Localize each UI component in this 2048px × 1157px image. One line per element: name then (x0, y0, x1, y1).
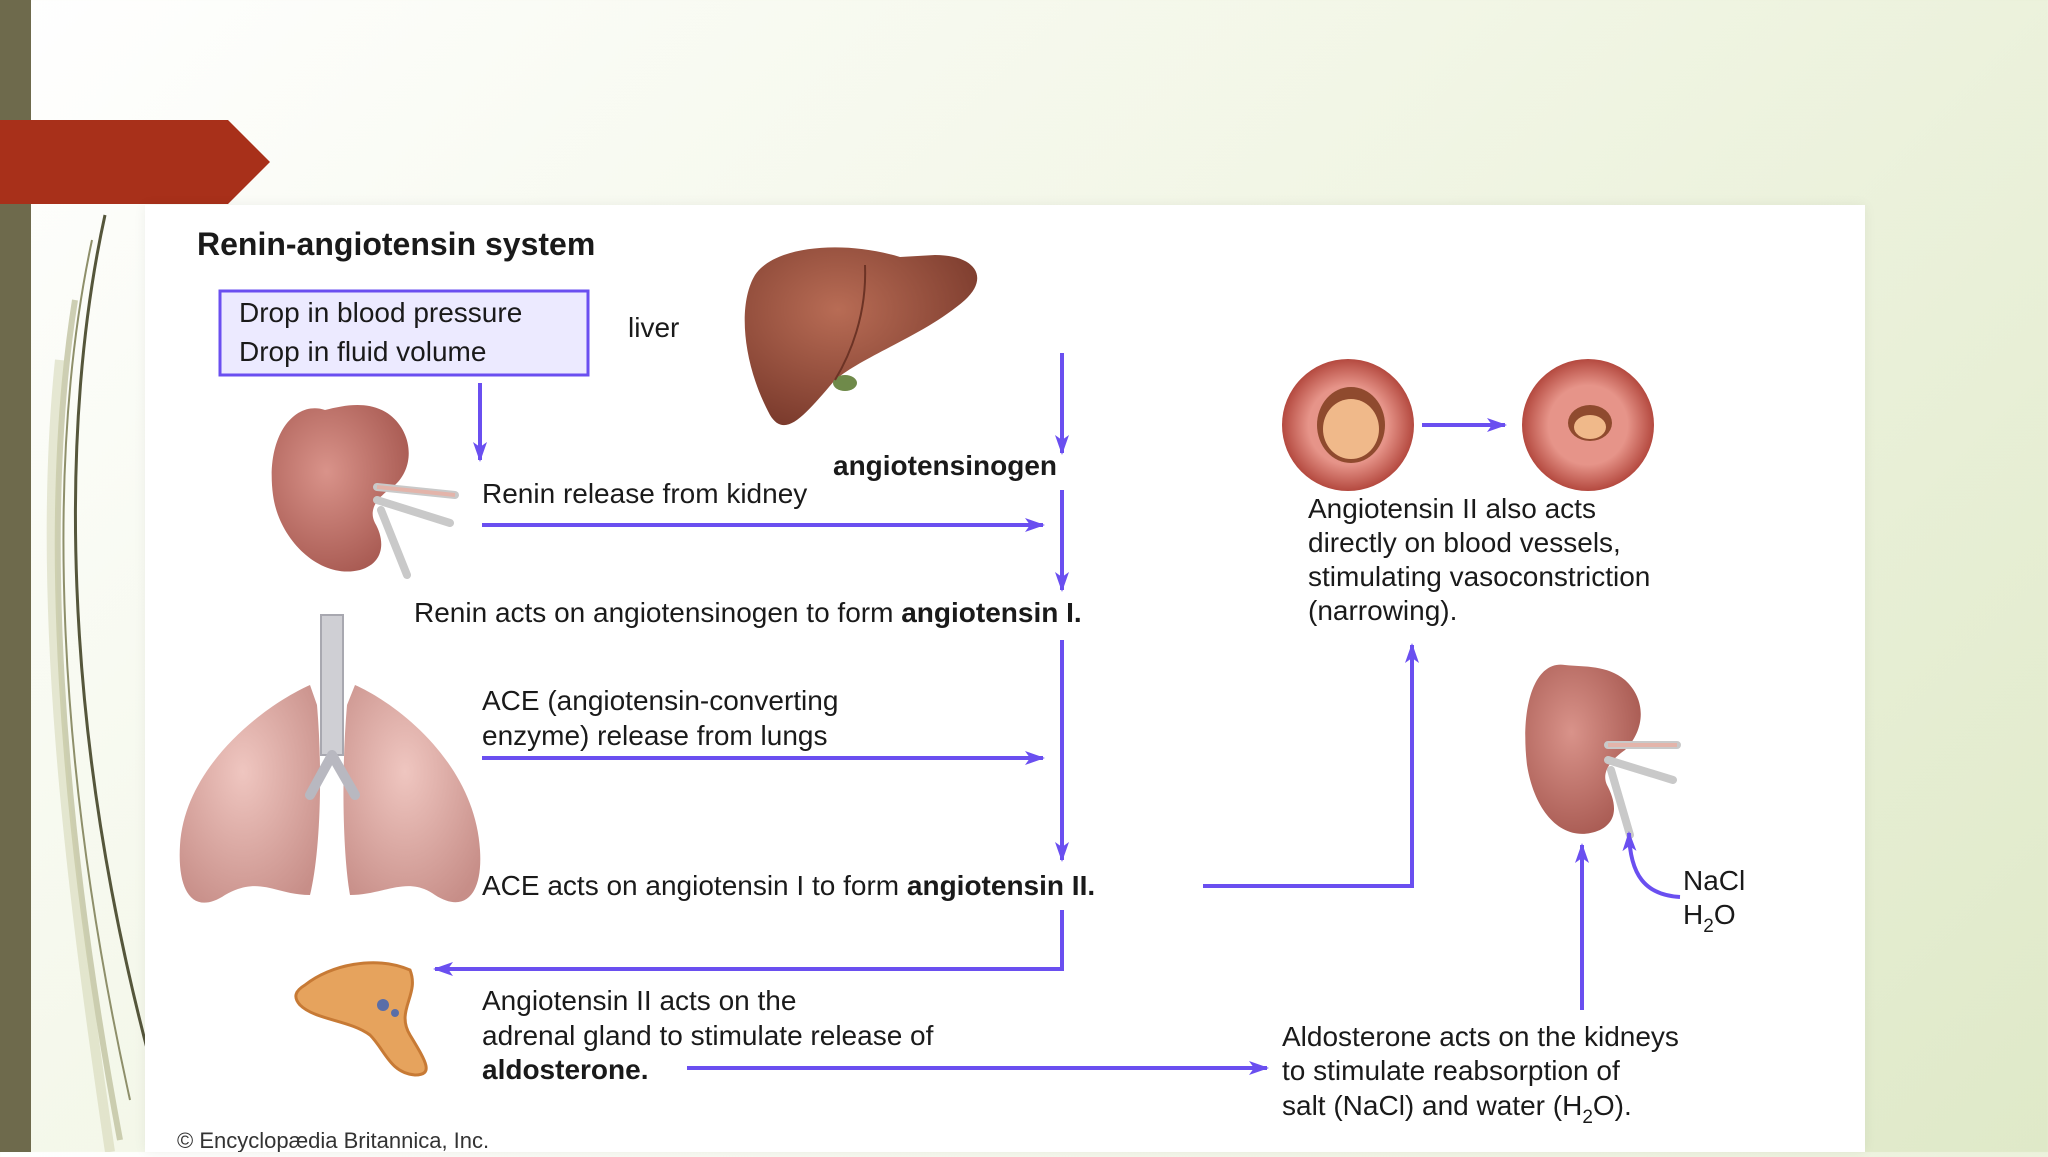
ace-acts-text: ACE acts on angiotensin I to form angiot… (482, 870, 1095, 901)
adrenal-line-2: adrenal gland to stimulate release of (482, 1020, 934, 1051)
renin-acts-text: Renin acts on angiotensinogen to form an… (414, 597, 1082, 628)
arrow-to-blood-vessels (1203, 643, 1419, 888)
kidney-right-icon (1525, 664, 1681, 839)
vessels-line-3: stimulating vasoconstriction (1308, 561, 1650, 592)
ace-release-line-1: ACE (angiotensin-converting (482, 685, 838, 716)
arrow-to-adrenal-gland (433, 910, 1064, 976)
aldosterone-label: aldosterone. (482, 1054, 648, 1085)
vessels-line-4: (narrowing). (1308, 595, 1457, 626)
liver-label: liver (628, 312, 679, 343)
decorative-swooshes (46, 214, 152, 1152)
title-banner-arrow (0, 120, 270, 204)
vessels-line-2: directly on blood vessels, (1308, 527, 1621, 558)
ace-release-line-2: enzyme) release from lungs (482, 720, 827, 751)
diagram-panel: Renin-angiotensin system Drop in blood p… (145, 205, 1865, 1153)
reabsorption-line-3: salt (NaCl) and water (H2O). (1282, 1090, 1632, 1128)
adrenal-line-1: Angiotensin II acts on the (482, 985, 796, 1016)
reabsorption-line-1: Aldosterone acts on the kidneys (1282, 1021, 1679, 1052)
trigger-line-1: Drop in blood pressure (239, 297, 522, 328)
reabsorption-line-2: to stimulate reabsorption of (1282, 1055, 1620, 1086)
lungs-icon (179, 614, 481, 903)
nacl-label: NaCl (1683, 865, 1745, 896)
trigger-line-2: Drop in fluid volume (239, 336, 486, 367)
vessels-line-1: Angiotensin II also acts (1308, 493, 1596, 524)
blood-vessel-wide-icon (1282, 359, 1414, 491)
kidney-icon (271, 405, 459, 579)
liver-icon (744, 247, 978, 426)
arrow-nacl-h2o (1622, 831, 1681, 899)
angiotensinogen-label: angiotensinogen (833, 450, 1057, 481)
trigger-box (218, 289, 590, 377)
blood-vessel-narrow-icon (1522, 359, 1654, 491)
renin-release-label: Renin release from kidney (482, 478, 807, 509)
renin-angiotensin-diagram: Renin-angiotensin system Drop in blood p… (177, 226, 1745, 1153)
adrenal-gland-icon (294, 961, 428, 1077)
h2o-label: H2O (1683, 899, 1736, 937)
copyright-credit: © Encyclopædia Britannica, Inc. (177, 1128, 489, 1152)
diagram-title: Renin-angiotensin system (197, 226, 595, 262)
